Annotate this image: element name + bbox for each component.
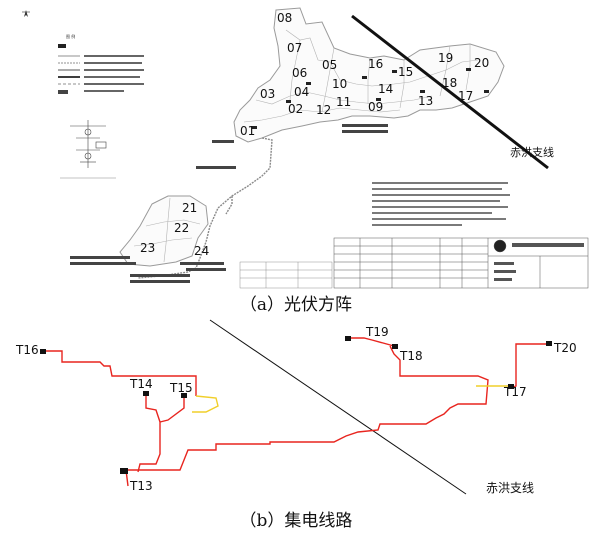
array-number: 19	[438, 51, 453, 65]
collector-red-lines	[40, 337, 550, 487]
title-block-table	[333, 237, 589, 289]
pv-array-map: 图 例	[22, 7, 589, 289]
caption-pv-array: （a）光伏方阵	[239, 295, 353, 315]
left-small-table	[239, 261, 333, 289]
array-number: 07	[287, 41, 302, 55]
yellow-t15-link	[192, 395, 219, 413]
pv-site-south-inner	[133, 197, 201, 263]
array-number: 09	[368, 100, 383, 114]
array-number: 01	[240, 124, 255, 138]
array-number: 08	[277, 11, 292, 25]
array-number: 13	[418, 94, 433, 108]
array-number: 06	[292, 66, 307, 80]
collector-yellow-lines	[192, 385, 510, 413]
pv-site-outline-south	[119, 195, 209, 267]
chihong-branch-label-a: 赤洪支线	[510, 145, 554, 159]
chihong-branch-line-b	[209, 319, 467, 495]
collector-line-map: 赤洪支线	[15, 319, 577, 495]
terminal-t19-icon	[345, 336, 351, 341]
feeder-t20	[509, 343, 550, 389]
terminal-t18-icon	[392, 344, 398, 349]
panel-collector-lines: 赤洪支线	[0, 318, 592, 506]
array-number: 15	[398, 65, 413, 79]
svg-text:图 例: 图 例	[66, 33, 75, 39]
terminal-t15-icon	[181, 393, 187, 398]
terminal-markers	[40, 336, 552, 474]
array-number: 18	[442, 76, 457, 90]
collector-route	[137, 137, 273, 279]
terminal-t14-icon	[143, 391, 149, 396]
terminal-t20-icon	[546, 341, 552, 346]
panel-pv-array: 图 例	[22, 7, 589, 289]
array-number: 10	[332, 77, 347, 91]
feeder-t19	[348, 337, 395, 347]
chihong-branch-label-b: 赤洪支线	[486, 481, 534, 495]
array-number: 20	[474, 56, 489, 70]
array-number: 03	[260, 87, 275, 101]
pv-site-outline-north	[233, 7, 505, 143]
terminal-label-t16: T16	[15, 343, 39, 357]
north-arrow-icon	[22, 10, 30, 17]
terminal-t17-icon	[508, 384, 514, 389]
terminal-label-t18: T18	[399, 349, 423, 363]
array-number: 02	[288, 102, 303, 116]
terminal-label-t13: T13	[129, 479, 153, 493]
array-number: 11	[336, 95, 351, 109]
notes-block	[372, 182, 510, 226]
terminal-label-t17: T17	[503, 385, 527, 399]
single-line-schematic	[60, 120, 116, 179]
array-number: 12	[316, 103, 331, 117]
terminal-label-t15: T15	[169, 381, 193, 395]
terminal-t16-icon	[40, 349, 46, 354]
legend-block: 图 例	[58, 33, 144, 94]
chihong-branch-line-a	[351, 14, 549, 170]
pv-site-inner-lines	[243, 29, 479, 123]
feeder-t14	[137, 394, 161, 473]
array-number: 05	[322, 58, 337, 72]
feeder-t15	[159, 396, 185, 423]
main-trunk	[126, 345, 489, 471]
array-number: 22	[174, 221, 189, 235]
array-number: 21	[182, 201, 197, 215]
terminal-label-t19: T19	[365, 325, 389, 339]
map-annotations	[70, 124, 388, 283]
transformer-markers	[252, 68, 489, 129]
feeder-t16	[40, 350, 197, 396]
array-number: 14	[378, 82, 393, 96]
terminal-label-t20: T20	[553, 341, 577, 355]
array-number: 16	[368, 57, 383, 71]
terminal-label-t14: T14	[129, 377, 153, 391]
terminal-t13-icon	[120, 468, 128, 474]
array-number: 23	[140, 241, 155, 255]
array-number: 17	[458, 89, 473, 103]
array-number: 24	[194, 244, 209, 258]
caption-collector-lines: （b）集电线路	[239, 511, 353, 531]
array-number: 04	[294, 85, 309, 99]
